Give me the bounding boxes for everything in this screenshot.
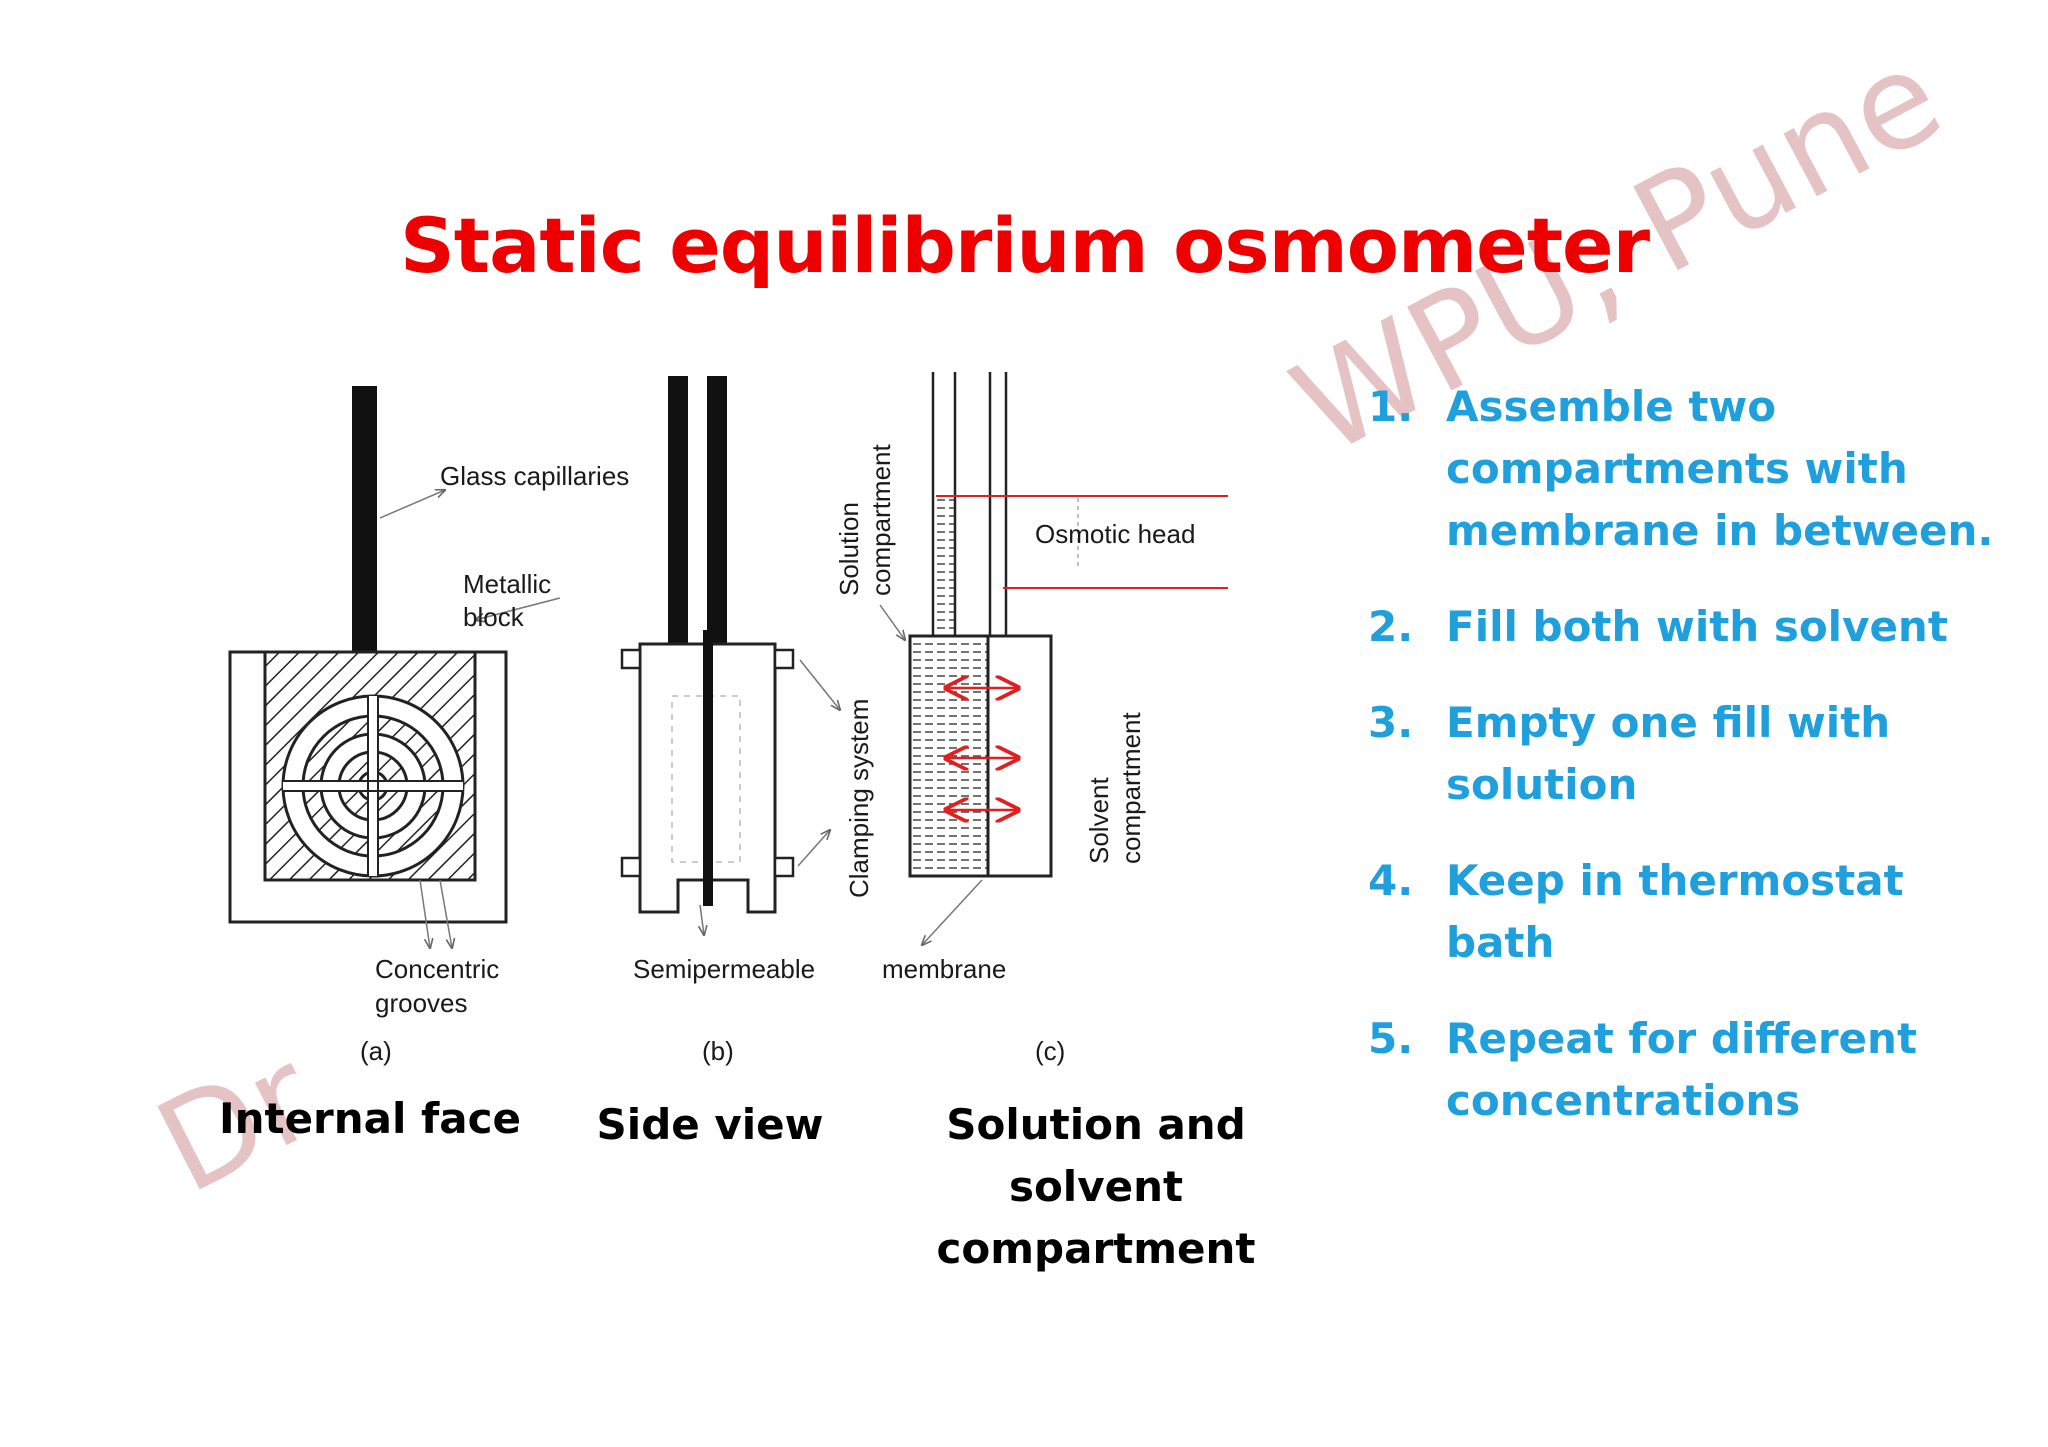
glass-capillary-a [352, 386, 377, 654]
label-concentric: Concentric [375, 954, 499, 984]
step-text: Assemble two compartments with membrane … [1446, 382, 1994, 555]
label-clamping-system: Clamping system [844, 699, 874, 898]
step-number: 1. [1368, 382, 1414, 431]
step-item: 1. Assemble two compartments with membra… [1368, 376, 2008, 562]
step-item: 2. Fill both with solvent [1368, 596, 2008, 658]
label-semipermeable: Semipermeable [633, 954, 815, 984]
label-solution-compartment: compartment [866, 444, 896, 596]
caption-internal-face: Internal face [218, 1094, 522, 1143]
glass-capillary-b1 [668, 376, 688, 644]
label-part-c: (c) [1035, 1036, 1065, 1066]
step-number: 5. [1368, 1014, 1414, 1063]
label-part-b: (b) [702, 1036, 734, 1066]
step-item: 5. Repeat for different concentrations [1368, 1008, 2008, 1132]
step-item: 3. Empty one fill with solution [1368, 692, 2008, 816]
label-block: block [463, 602, 525, 632]
label-metallic: Metallic [463, 569, 551, 599]
label-part-a: (a) [360, 1036, 392, 1066]
label-glass-capillaries: Glass capillaries [440, 461, 629, 491]
label-solvent: Solvent [1084, 777, 1114, 864]
procedure-steps-list: 1. Assemble two compartments with membra… [1368, 376, 2008, 1166]
label-osmotic-head: Osmotic head [1035, 519, 1195, 549]
step-number: 2. [1368, 602, 1414, 651]
step-item: 4. Keep in thermostat bath [1368, 850, 2008, 974]
step-text: Empty one fill with solution [1446, 698, 1891, 809]
caption-solution-solvent: Solution and solvent compartment [936, 1100, 1256, 1273]
figure-b-side-view [620, 376, 840, 935]
semipermeable-membrane-b [703, 630, 713, 906]
step-text: Keep in thermostat bath [1446, 856, 1904, 967]
label-membrane: membrane [882, 954, 1006, 984]
label-solution: Solution [834, 502, 864, 596]
step-text: Fill both with solvent [1446, 602, 1948, 651]
label-solvent-compartment: compartment [1116, 712, 1146, 864]
figure-a-internal-face [228, 386, 561, 948]
glass-capillary-b2 [707, 376, 727, 644]
step-number: 3. [1368, 698, 1414, 747]
slide-title: Static equilibrium osmometer [400, 201, 1650, 290]
figure-c-compartments [879, 372, 1228, 945]
step-number: 4. [1368, 856, 1414, 905]
caption-side-view: Side view [596, 1100, 824, 1149]
label-grooves: grooves [375, 988, 468, 1018]
solution-column [935, 496, 954, 636]
step-text: Repeat for different concentrations [1446, 1014, 1918, 1125]
solution-compartment-fill [912, 638, 988, 874]
